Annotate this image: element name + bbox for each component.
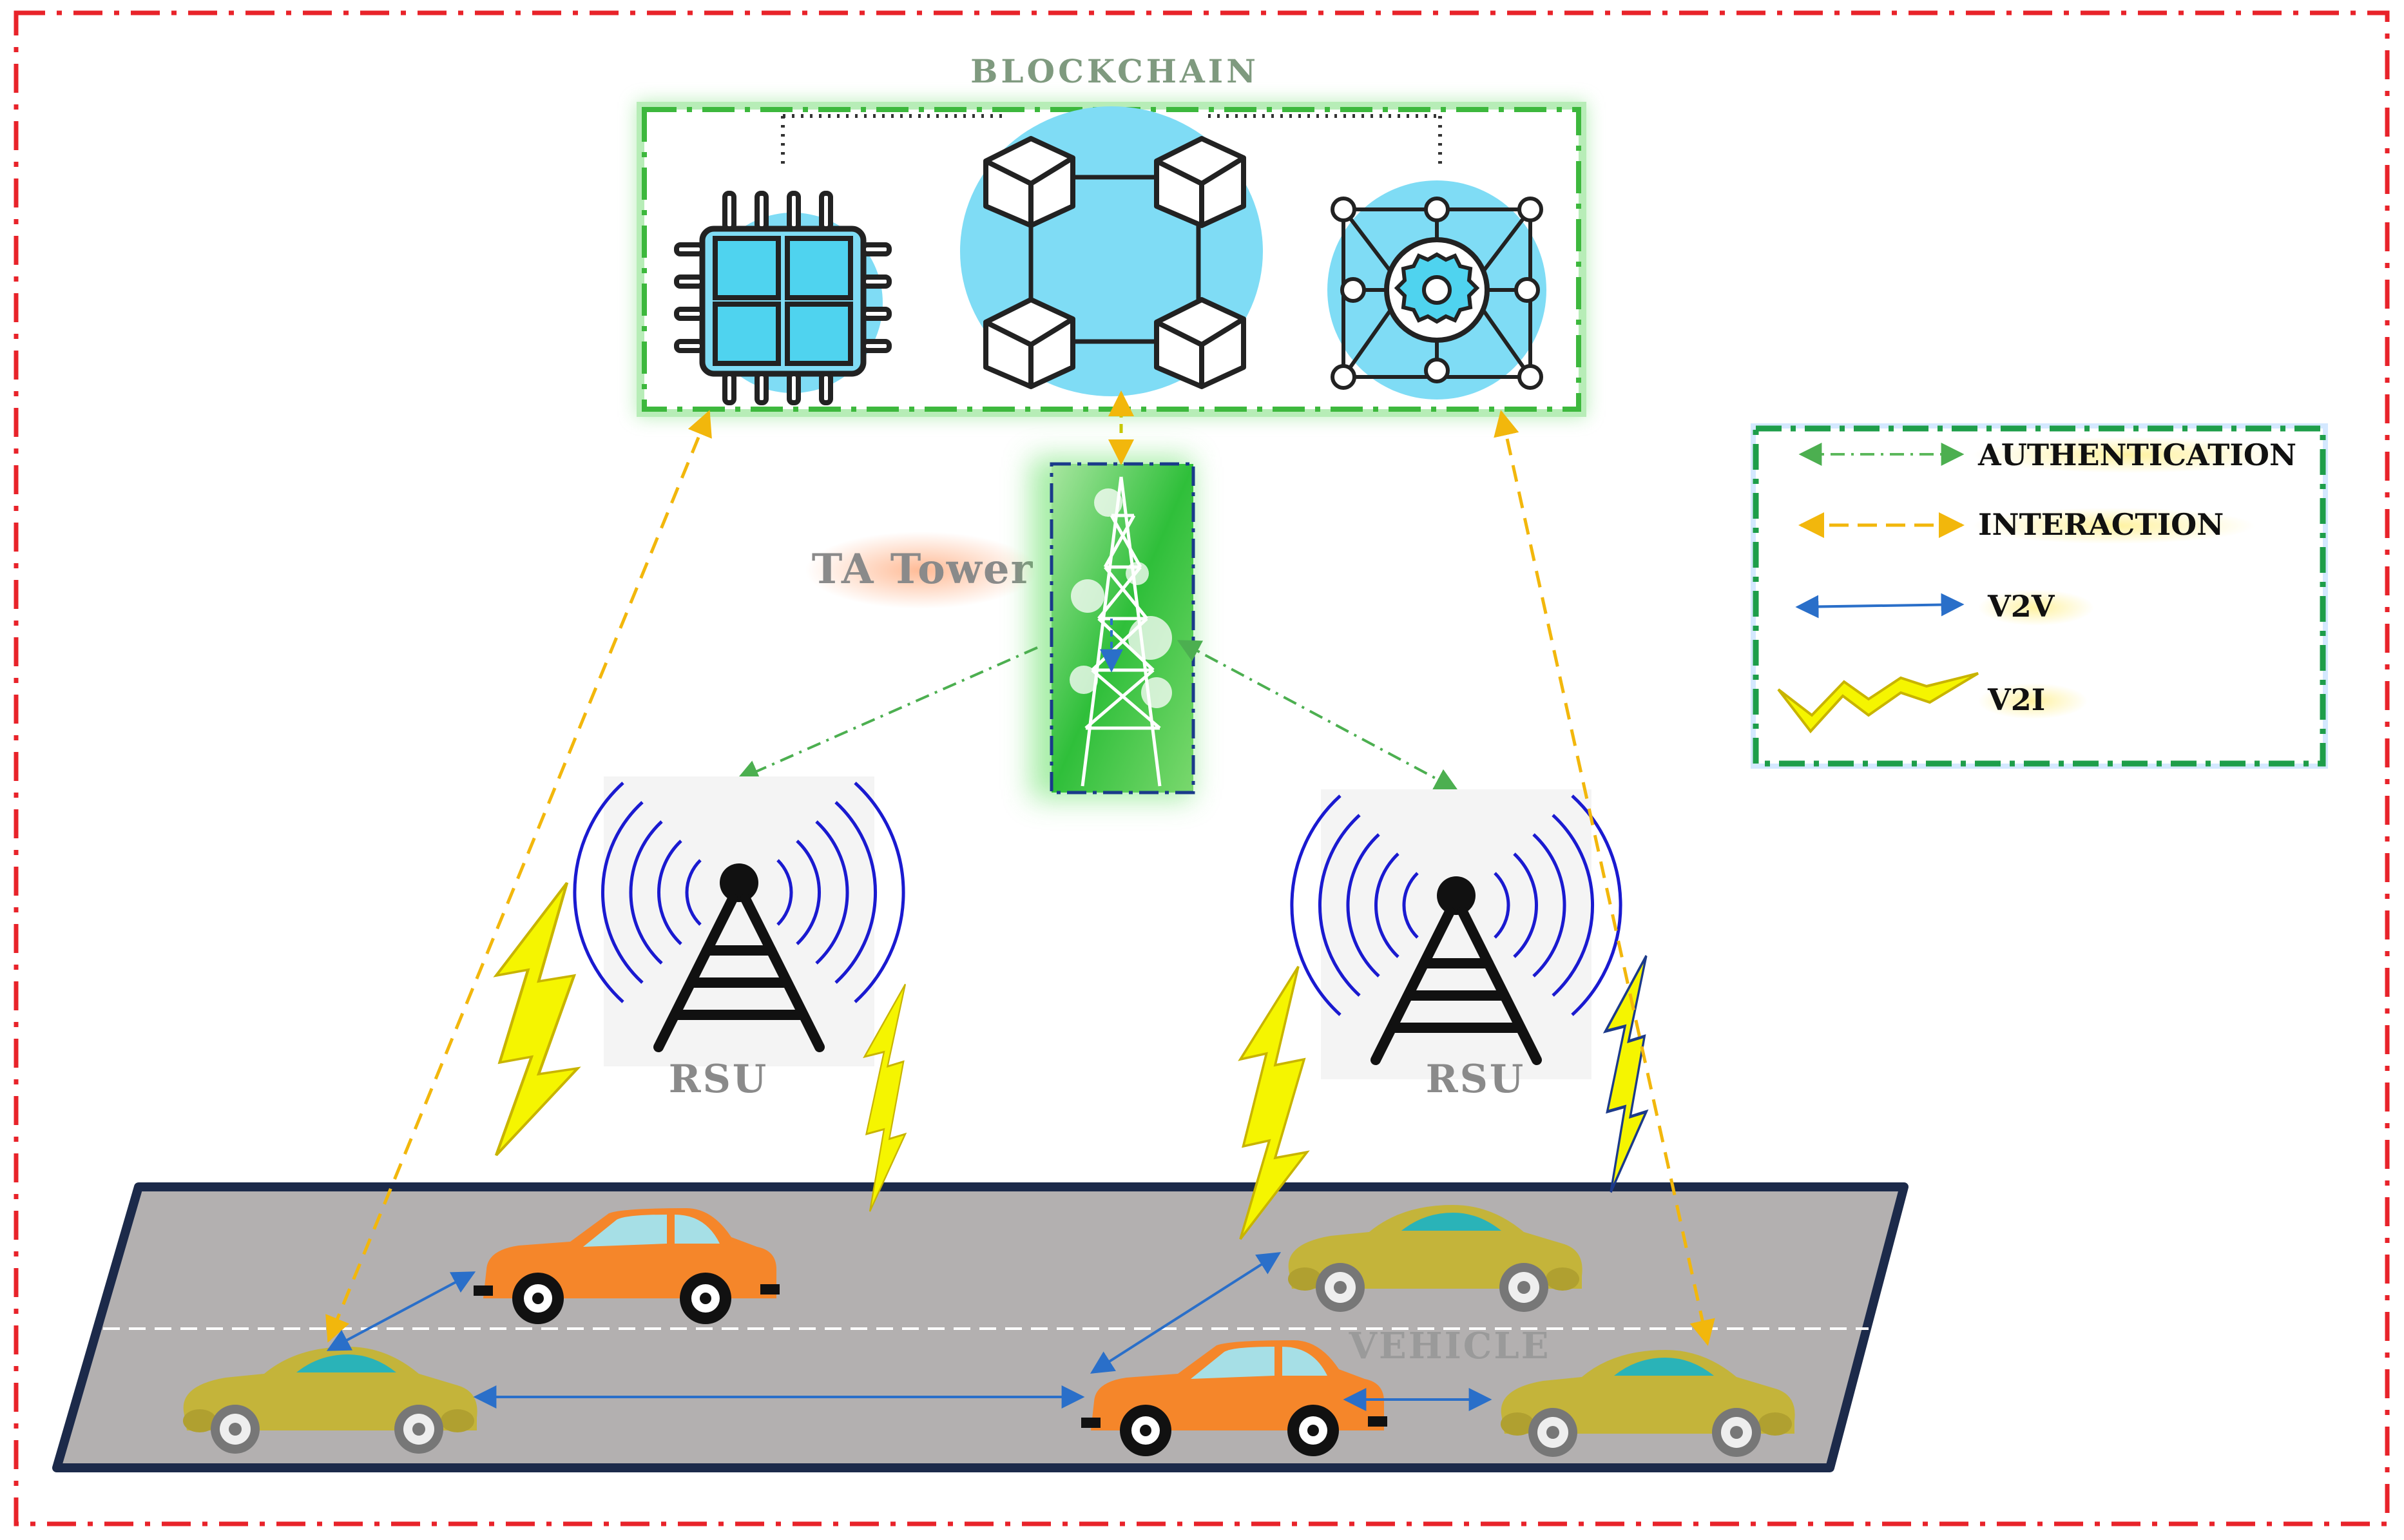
legend-label-v2v: V2V — [1987, 589, 2055, 624]
legend-label-v2i: V2I — [1987, 682, 2045, 717]
legend-label-authentication: AUTHENTICATION — [1977, 438, 2296, 472]
vehicle-blockchain-interaction-arrow-right — [1494, 410, 1715, 1346]
v2i-lightning-icon — [496, 883, 578, 1155]
rsu-right-icon — [1292, 789, 1620, 1079]
blockchain-label: BLOCKCHAIN — [970, 52, 1259, 90]
legend-label-interaction: INTERACTION — [1978, 507, 2224, 542]
transmission-tower-icon — [1031, 457, 1195, 799]
v2v-arrow — [1090, 1252, 1282, 1374]
vehicle-label: VEHICLE — [1349, 1325, 1551, 1367]
processor-chip-icon — [674, 191, 892, 405]
v2i-lightning-blue-outline — [1606, 956, 1646, 1192]
legend-item-v2i: V2I — [1777, 672, 2088, 734]
ta-tower-label: TA Tower — [812, 545, 1034, 593]
ta-tower-label-glow — [805, 532, 1037, 609]
rsu-left-icon — [575, 776, 903, 1066]
v2i-lightning-icon — [1777, 672, 1979, 734]
legend-item-v2v: V2V — [1795, 589, 2094, 626]
vehicle-blockchain-interaction-arrow-left — [325, 410, 712, 1343]
blockchain-network-icon — [960, 106, 1263, 396]
rsu-left-label: RSU — [669, 1057, 769, 1102]
legend-item-authentication: AUTHENTICATION — [1798, 437, 2296, 473]
ta-rsu-left-authentication-arrow — [735, 646, 1038, 782]
rsu-right-label: RSU — [1426, 1057, 1526, 1102]
ta-rsu-right-authentication-arrow — [1177, 640, 1459, 791]
outer-frame — [14, 10, 2390, 1526]
gear-network-icon — [1327, 180, 1546, 399]
legend-item-interaction: INTERACTION — [1798, 507, 2255, 544]
v2v-arrow — [326, 1271, 476, 1351]
v2i-lightning-icon — [1606, 956, 1646, 1192]
legend: AUTHENTICATION INTERACTION V2V V2I — [1751, 423, 2328, 769]
